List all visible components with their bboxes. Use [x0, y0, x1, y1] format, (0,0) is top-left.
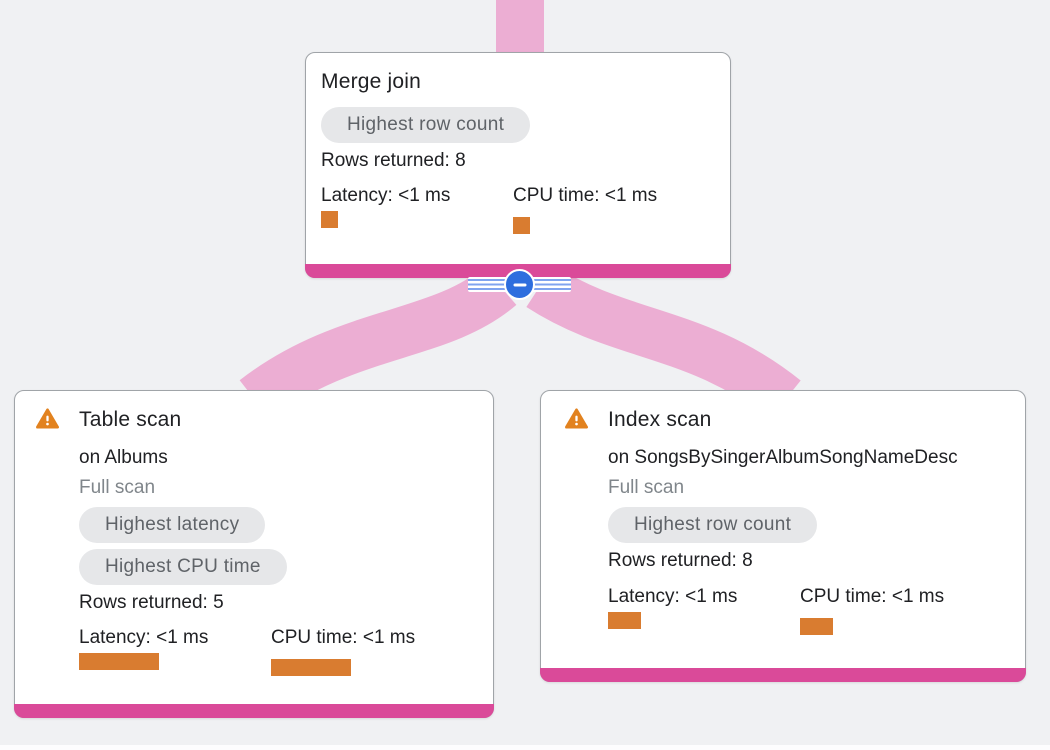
latency-label: Latency: <1 ms	[608, 586, 738, 607]
scan-mode: Full scan	[608, 477, 685, 498]
edge-parent-band	[496, 0, 544, 60]
node-title: Table scan	[79, 408, 182, 431]
plan-node-index-scan[interactable]: Index scan on SongsBySingerAlbumSongName…	[540, 390, 1026, 682]
warning-icon	[565, 408, 588, 434]
cpu-time-bar	[513, 217, 530, 234]
badge-highest-latency: Highest latency	[79, 507, 266, 543]
latency-label: Latency: <1 ms	[321, 185, 451, 206]
badge-highest-row-count: Highest row count	[321, 107, 531, 143]
scan-mode: Full scan	[79, 477, 156, 498]
node-title: Merge join	[321, 70, 422, 93]
minus-icon	[513, 283, 526, 286]
cpu-time-label: CPU time: <1 ms	[800, 586, 945, 607]
edge-to-index-scan	[526, 264, 801, 420]
node-accent-bar	[540, 668, 1026, 682]
plan-node-merge-join[interactable]: Merge join Highest row count Rows return…	[305, 52, 731, 278]
badge-highest-cpu-time: Highest CPU time	[79, 549, 287, 585]
cpu-time-label: CPU time: <1 ms	[513, 185, 658, 206]
latency-label: Latency: <1 ms	[79, 627, 209, 648]
cpu-time-label: CPU time: <1 ms	[271, 627, 416, 648]
cpu-time-bar	[800, 618, 833, 635]
badge-highest-row-count: Highest row count	[608, 507, 818, 543]
collapse-button[interactable]	[504, 269, 535, 300]
scan-target: on Albums	[79, 447, 168, 468]
latency-bar	[321, 211, 338, 228]
cpu-time-bar	[271, 659, 351, 676]
node-accent-bar	[14, 704, 494, 718]
latency-bar	[608, 612, 641, 629]
viewport-bottom-strip	[0, 745, 1050, 750]
latency-bar	[79, 653, 159, 670]
rows-returned-text: Rows returned: 8	[608, 550, 753, 571]
edge-to-table-scan	[239, 266, 517, 421]
scan-target: on SongsBySingerAlbumSongNameDesc	[608, 447, 958, 468]
rows-returned-text: Rows returned: 8	[321, 150, 466, 171]
plan-node-table-scan[interactable]: Table scan on Albums Full scan Highest l…	[14, 390, 494, 718]
rows-returned-text: Rows returned: 5	[79, 592, 224, 613]
warning-icon	[36, 408, 59, 434]
node-title: Index scan	[608, 408, 712, 431]
